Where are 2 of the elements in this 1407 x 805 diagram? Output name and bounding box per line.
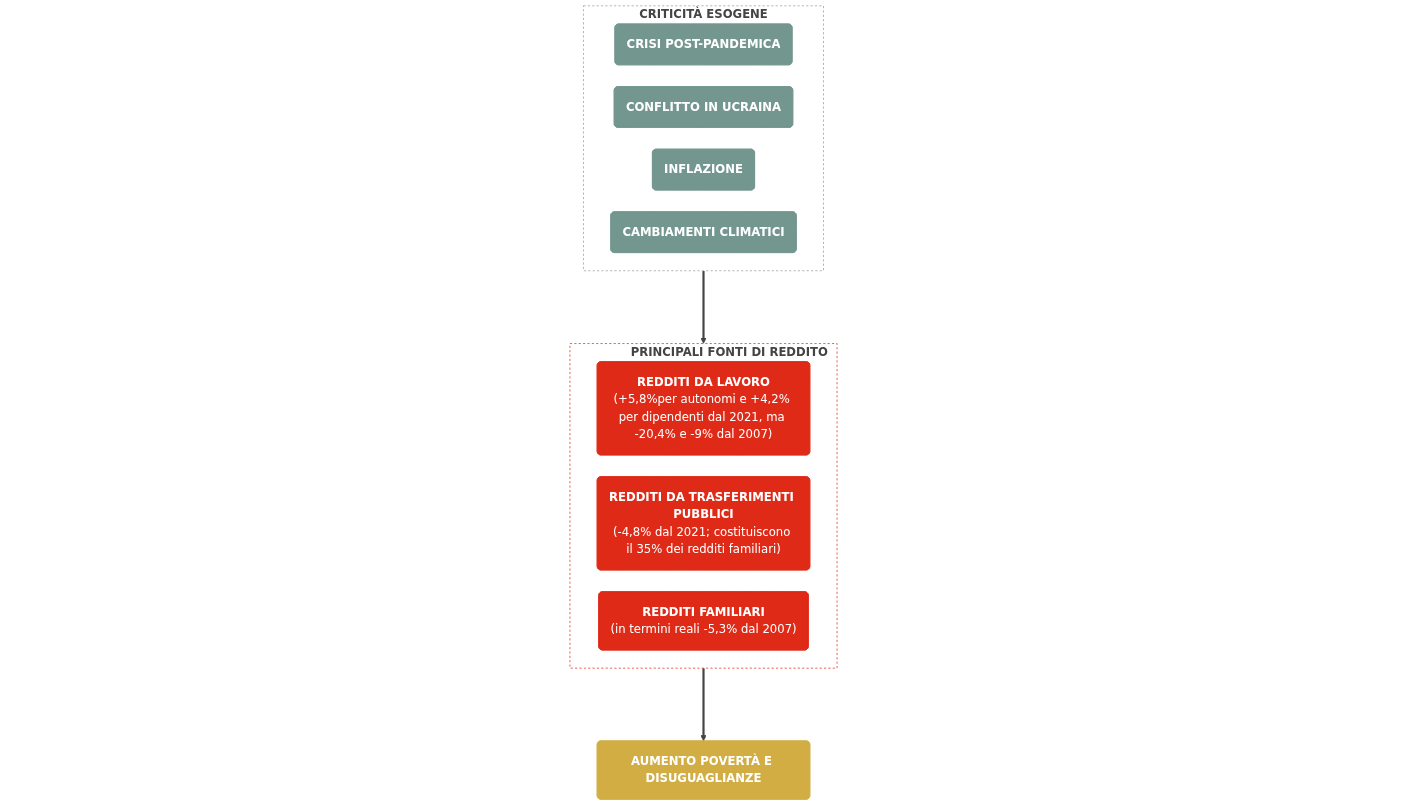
arrow bbox=[700, 668, 707, 742]
arrow bbox=[700, 270, 707, 344]
